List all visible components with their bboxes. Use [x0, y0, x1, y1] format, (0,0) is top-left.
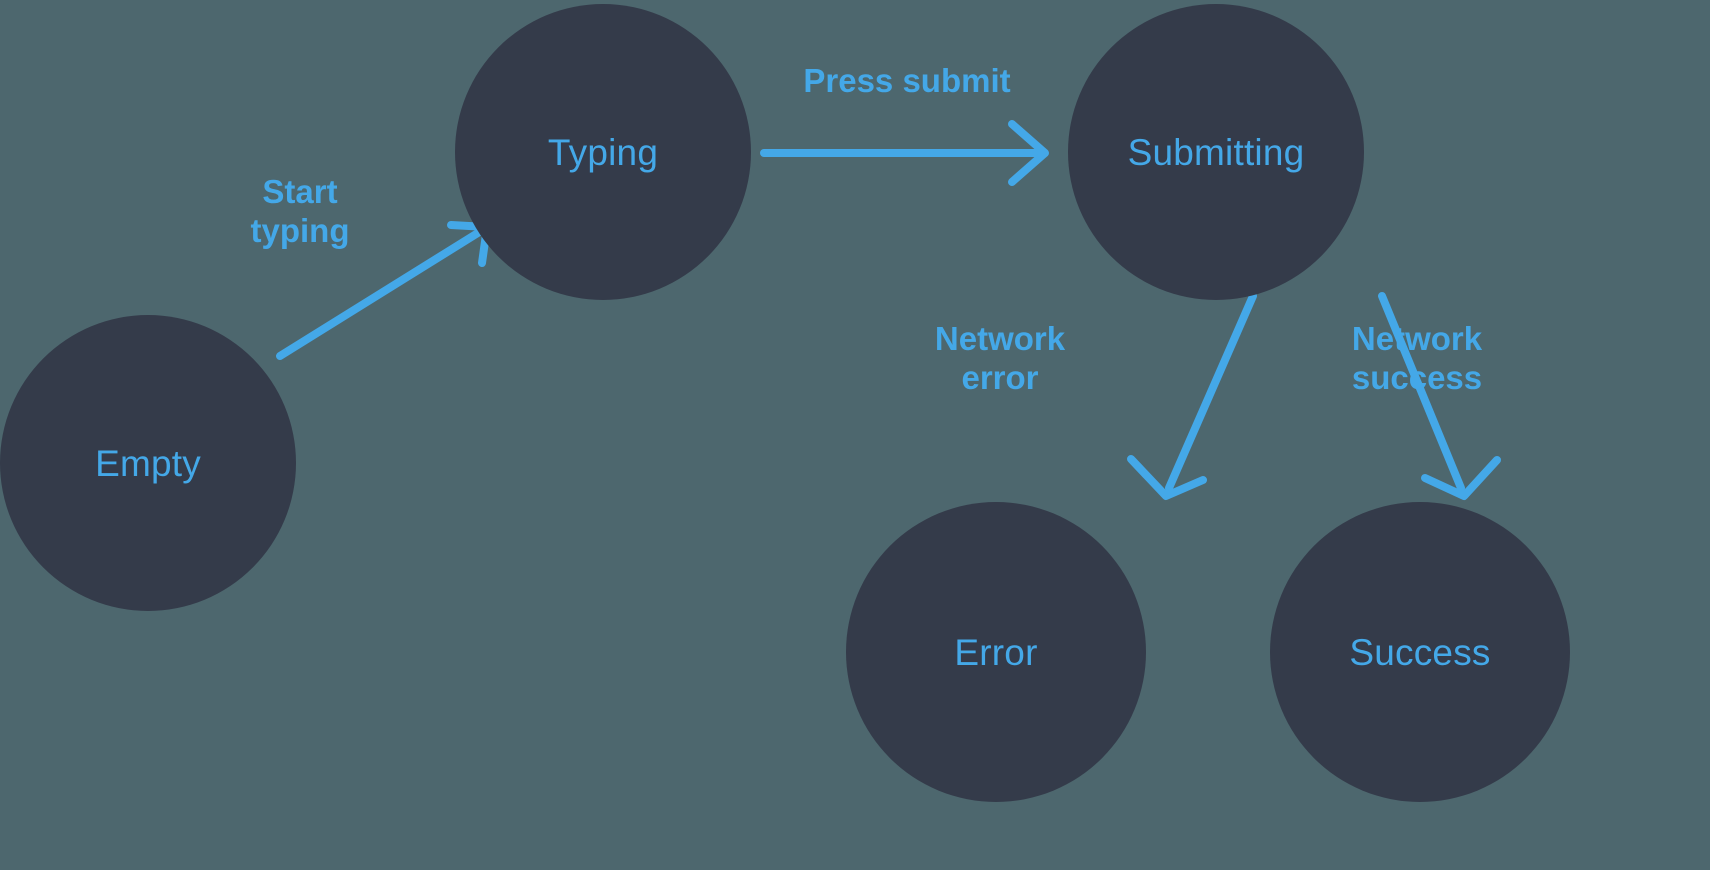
state-label-error: Error: [954, 631, 1038, 673]
transition-label-start-typing: Start typing: [250, 173, 350, 249]
state-label-success: Success: [1349, 631, 1491, 673]
arrow-network-error: [1127, 292, 1257, 500]
state-node-success[interactable]: Success: [1270, 502, 1570, 802]
transition-label-network-error: Network error: [934, 320, 1066, 396]
arrow-press-submit: [760, 120, 1049, 186]
state-label-typing: Typing: [547, 131, 659, 173]
state-label-empty: Empty: [95, 442, 201, 484]
arrow-network-success: [1378, 292, 1501, 500]
transition-label-press-submit: Press submit: [803, 62, 1011, 99]
state-node-error[interactable]: Error: [846, 502, 1146, 802]
state-label-submitting: Submitting: [1127, 131, 1305, 173]
state-node-empty[interactable]: Empty: [0, 315, 296, 611]
state-node-submitting[interactable]: Submitting: [1068, 4, 1364, 300]
transition-label-network-success: Network success: [1351, 320, 1483, 396]
state-node-typing[interactable]: Typing: [455, 4, 751, 300]
